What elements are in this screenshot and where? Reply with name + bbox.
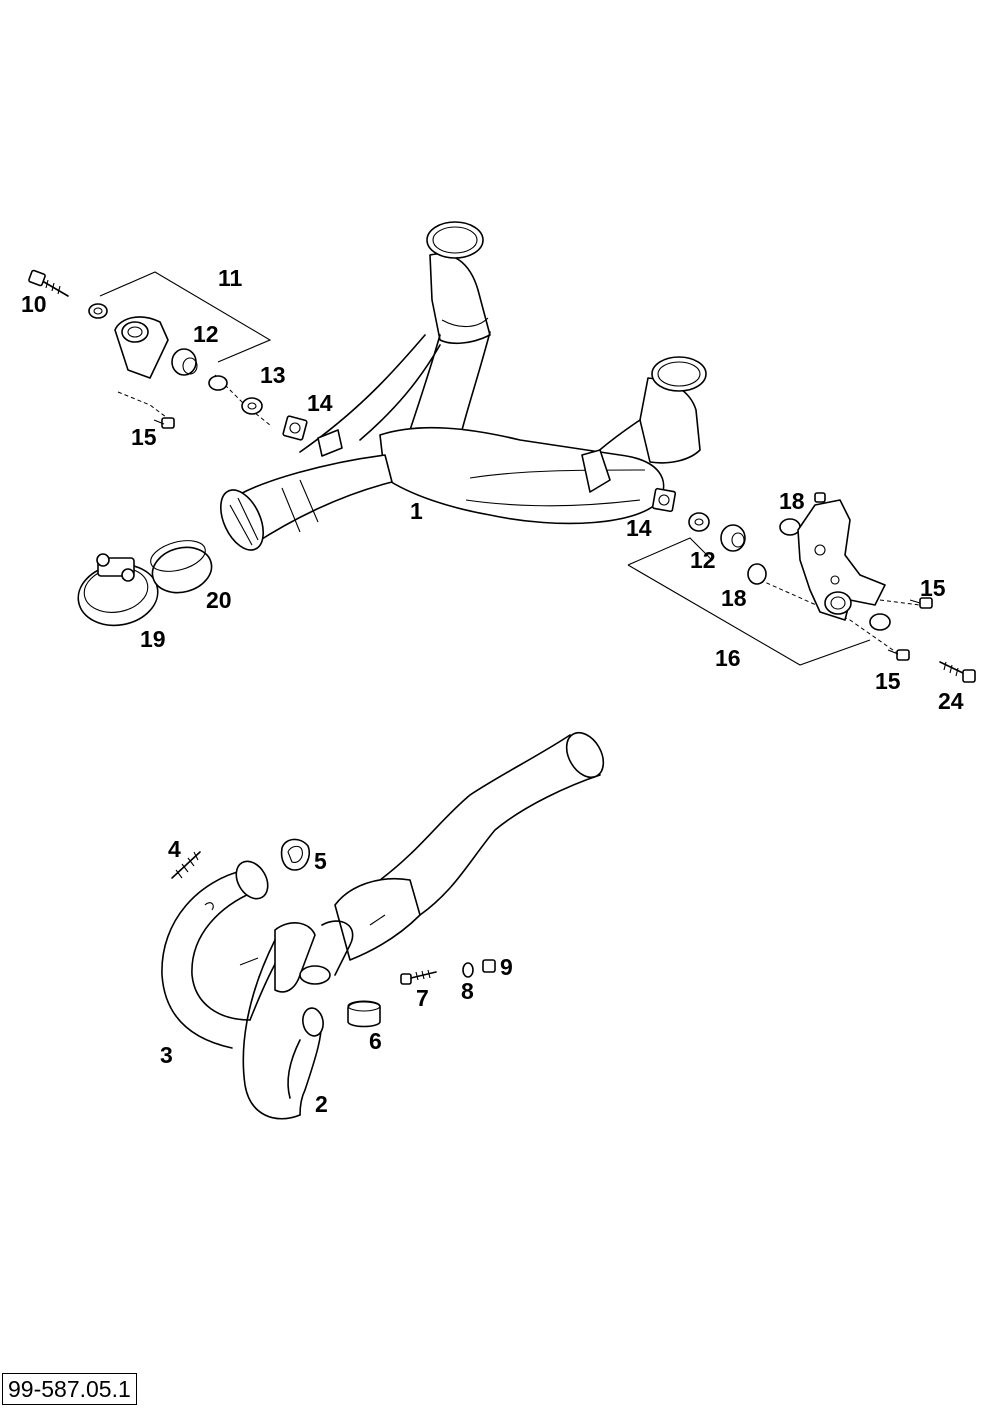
label-part-15-right-upper: 15	[920, 575, 946, 601]
label-part-20: 20	[206, 587, 232, 613]
label-part-10: 10	[21, 291, 47, 317]
label-part-11: 11	[218, 265, 243, 291]
label-part-5: 5	[314, 848, 327, 874]
left-mount-group	[28, 269, 308, 441]
label-part-2: 2	[315, 1091, 328, 1117]
label-part-14-right: 14	[626, 515, 652, 541]
silencer-manifold-part-1	[220, 221, 707, 551]
label-part-19: 19	[140, 626, 166, 652]
drawing-code: 99-587.05.1	[2, 1373, 137, 1405]
label-part-8: 8	[461, 978, 474, 1004]
label-part-16: 16	[715, 645, 741, 671]
label-part-7: 7	[416, 985, 429, 1011]
sleeve-part-20	[150, 540, 213, 594]
right-mount-group	[627, 487, 976, 683]
label-part-6: 6	[369, 1028, 382, 1054]
label-part-1: 1	[410, 498, 423, 524]
header-pipes-group	[161, 731, 605, 1120]
label-part-14-left: 14	[307, 390, 333, 416]
label-part-15-right-lower: 15	[875, 668, 901, 694]
label-part-12-right: 12	[690, 547, 716, 573]
label-part-13: 13	[260, 362, 286, 388]
label-part-3: 3	[160, 1042, 173, 1068]
label-part-15-left: 15	[131, 424, 157, 450]
label-part-9: 9	[500, 954, 513, 980]
label-part-4: 4	[168, 836, 181, 862]
label-part-18-upper: 18	[779, 488, 805, 514]
clamp-part-19	[77, 553, 159, 627]
label-part-24: 24	[938, 688, 964, 714]
label-part-12-left: 12	[193, 321, 219, 347]
label-part-18-lower: 18	[721, 585, 747, 611]
